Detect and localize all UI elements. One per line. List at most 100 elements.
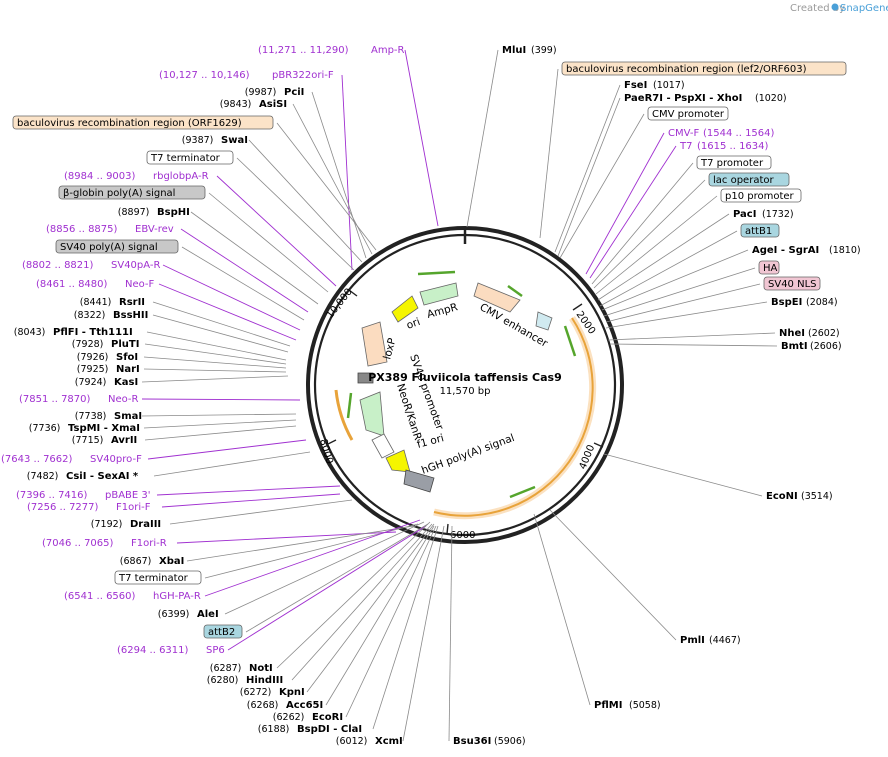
position-tspmi-xmai: (7736) xyxy=(29,423,61,434)
leader-line-paci xyxy=(597,213,730,301)
label-rbglobpa-r: (8984 .. 9003)rbglobpA-R xyxy=(64,171,337,287)
feature-box-attb1 xyxy=(740,223,780,238)
leader-line-f1ori-r xyxy=(176,531,397,544)
name-hindiii: HindIII xyxy=(246,675,283,686)
leader-line-alei xyxy=(224,521,425,615)
position-rsrii: (8441) xyxy=(80,297,112,308)
position-pflmi: (5058) xyxy=(629,700,661,711)
leader-line-econi xyxy=(603,453,763,497)
leader-line-xcmi xyxy=(402,525,445,742)
tick-6000 xyxy=(446,523,449,535)
leader-line-kasi xyxy=(141,375,289,383)
label-swai: (9387)SwaI xyxy=(182,135,363,263)
leader-line-rsrii xyxy=(152,301,291,347)
position-paer7i-pspxi-xhoi: (1020) xyxy=(755,93,787,104)
position-noti: (6287) xyxy=(210,663,242,674)
name-ebv-rev: EBV-rev xyxy=(135,224,174,235)
backbone-inner-ring xyxy=(313,233,617,537)
feature-box-text-t7-terminator: T7 terminator xyxy=(150,153,221,164)
leader-line-sv40-poly-a-signal xyxy=(181,246,305,321)
name-pbr322ori-f: pBR322ori-F xyxy=(272,70,334,81)
position-neo-f: (8461 .. 8480) xyxy=(36,279,108,290)
name-pcii: PciI xyxy=(284,87,304,98)
position-f1ori-f: (7256 .. 7277) xyxy=(27,502,99,513)
feature-box-text-cmv-promoter: CMV promoter xyxy=(652,109,725,120)
label-hindiii: (6280) HindIII xyxy=(207,523,433,686)
position-swai: (9387) xyxy=(182,135,214,146)
ampr-upper-arrow xyxy=(417,270,456,276)
name-asisi: AsiSI xyxy=(259,99,287,110)
label-cmv-promoter: CMV promoter xyxy=(559,106,729,259)
name-xcmi: XcmI xyxy=(375,736,403,747)
leader-line-fsei xyxy=(554,84,621,253)
leader-line-cmv-f xyxy=(585,132,665,275)
leader-line-smai xyxy=(141,413,297,417)
feature-box-attb2 xyxy=(203,624,243,639)
baculo-region-orf1629-arc xyxy=(334,389,354,441)
feature-box-t7-terminator xyxy=(146,150,234,165)
label-noti: (6287)NotI xyxy=(210,521,431,674)
feature-box-text-p10-promoter: p10 promoter xyxy=(725,191,795,202)
tick-2000 xyxy=(572,303,583,311)
leader-line-ha xyxy=(603,267,756,317)
label-sp6: (6294 .. 6311)SP6 xyxy=(117,525,427,656)
position-sfoi: (7926) xyxy=(77,352,109,363)
label-bmti: BmtI(2606) xyxy=(609,341,842,352)
label-t7-promoter: T7 promoter xyxy=(591,155,772,285)
label-bsphi: (8897)BspHI xyxy=(118,207,319,305)
feature-box-text-lac-operator: lac operator xyxy=(713,175,774,186)
leader-line-bsu36i xyxy=(448,525,453,742)
label-kasi: (7924)KasI xyxy=(75,375,289,388)
feature-box-baculovirus-recombination-region-lef2-orf603 xyxy=(561,61,847,76)
feature-box-text-attb1: attB1 xyxy=(745,226,772,237)
position-hindiii: (6280) xyxy=(207,675,239,686)
leader-line-hindiii xyxy=(291,523,433,681)
snapgene-brand: SnapGene xyxy=(840,3,888,14)
position-cmv-f: (1544 .. 1564) xyxy=(703,128,775,139)
position-neo-r: (7851 .. 7870) xyxy=(19,394,91,405)
leader-line-t7-terminator xyxy=(236,157,355,271)
name-ecori: EcoRI xyxy=(312,712,343,723)
position-pluti: (7928) xyxy=(72,339,104,350)
leader-line-neo-r xyxy=(141,398,301,401)
position-econi: (3514) xyxy=(801,491,833,502)
label-bspei: BspEI(2084) xyxy=(605,297,838,329)
label-kpni: (6272)KpnI xyxy=(240,523,435,698)
sv40-pa-shape xyxy=(357,372,374,384)
label-sv40pa-r: (8802 .. 8821)SV40pA-R xyxy=(22,260,301,331)
feature-box-t7-promoter xyxy=(696,155,772,170)
name-avrii: AvrII xyxy=(111,435,137,446)
label-sfoi: (7926)SfoI xyxy=(77,352,287,369)
label-draiii: (7192)DraIII xyxy=(91,499,353,530)
leader-line-bmti xyxy=(609,343,778,347)
label-rsrii: (8441)RsrII xyxy=(80,297,291,347)
name-bsphi: BspHI xyxy=(157,207,190,218)
position-asisi: (9843) xyxy=(220,99,252,110)
label-amp-r: (11,271 .. 11,290)Amp-R xyxy=(258,45,439,227)
lower-arrow xyxy=(509,485,536,499)
position-kpni: (6272) xyxy=(240,687,272,698)
leader-line-sv40pa-r xyxy=(162,264,301,331)
leader-line-acc65i xyxy=(325,525,435,706)
name-sv40pa-r: SV40pA-R xyxy=(111,260,160,271)
label-smai: (7738)SmaI xyxy=(75,411,297,422)
snapgene-logo-icon xyxy=(831,3,839,11)
position-bmti: (2606) xyxy=(810,341,842,352)
leader-line-sv40-nls xyxy=(605,283,761,323)
position-amp-r: (11,271 .. 11,290) xyxy=(258,45,349,56)
position-pcii: (9987) xyxy=(245,87,277,98)
name-pflfi-tth111i: PflFI - Tth111I xyxy=(53,327,133,338)
position-nari: (7925) xyxy=(77,364,109,375)
tick-10000 xyxy=(348,289,358,297)
name-cmv-f: CMV-F xyxy=(668,128,699,139)
position-bspdi-clai: (6188) xyxy=(258,724,290,735)
orf1629-arrow xyxy=(346,392,353,419)
baculo-region-lef2-arc-line xyxy=(433,317,594,517)
label-bspdi-clai: (6188)BspDI - ClaI xyxy=(258,525,439,735)
feature-box-p10-promoter xyxy=(720,188,802,203)
plasmid-name: PX389 Fluviicola taffensis Cas9 xyxy=(368,371,562,384)
label-t7-terminator: T7 terminator xyxy=(146,150,355,271)
leader-line-draiii xyxy=(169,499,353,525)
label-agei-sgrai: AgeI - SgrAI(1810) xyxy=(601,245,861,311)
label-t7: T7(1615 .. 1634) xyxy=(589,141,769,279)
